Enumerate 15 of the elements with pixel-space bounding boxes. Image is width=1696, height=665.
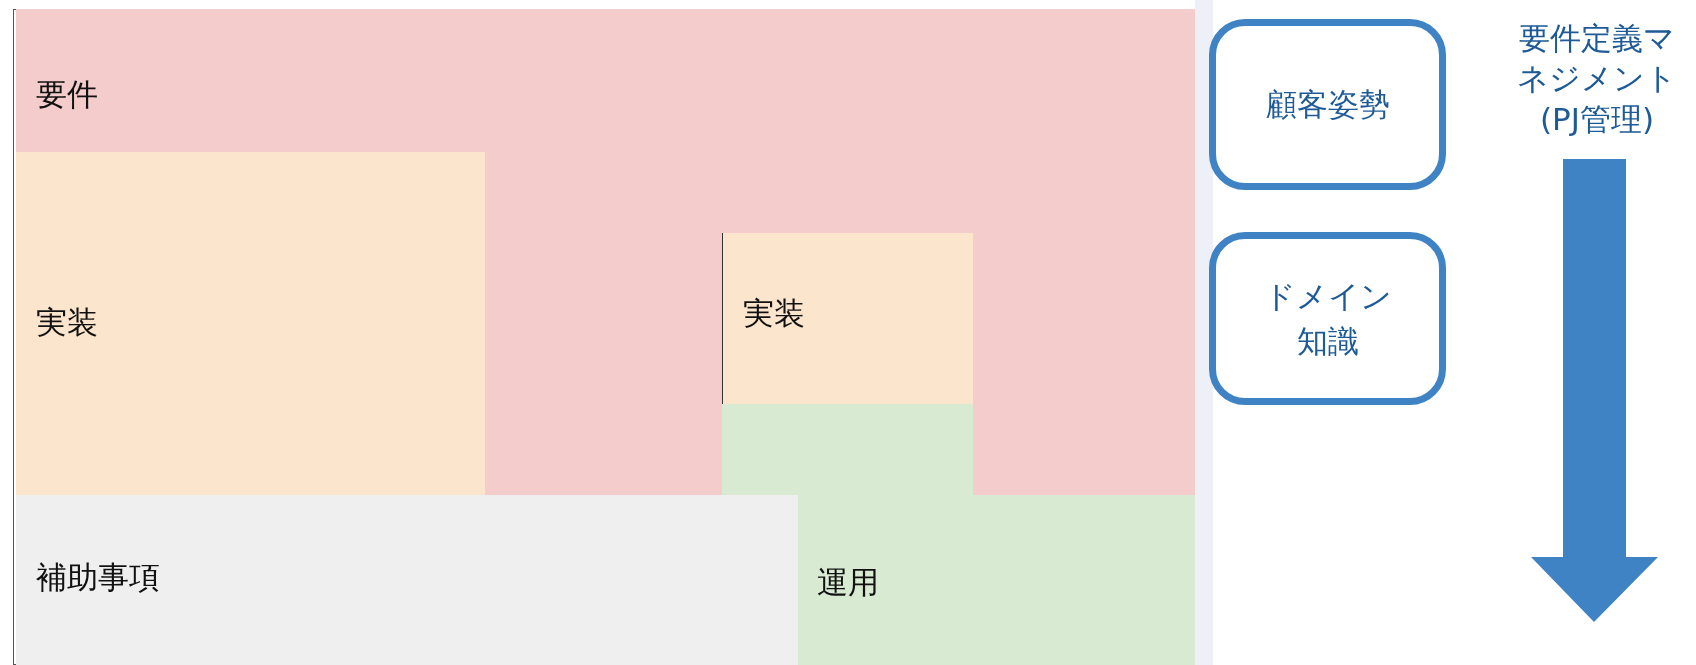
area-label: 運用 <box>817 563 879 602</box>
supplementary-area <box>16 495 798 665</box>
area-label: ドメイン知識 <box>1262 276 1393 361</box>
implementation-area <box>722 233 973 404</box>
area-label: 補助事項 <box>36 558 160 597</box>
area-label: 実装 <box>36 303 98 342</box>
rounded-box <box>1209 232 1446 405</box>
requirements-area <box>16 9 1195 495</box>
rounded-box <box>1209 19 1446 190</box>
area-label: 実装 <box>743 294 805 333</box>
operations-area <box>722 404 1195 665</box>
implementation-area <box>16 152 485 495</box>
area-label: 要件 <box>36 75 98 114</box>
arrow-caption: 要件定義マネジメント(PJ管理) <box>1516 19 1678 139</box>
area-label: 顧客姿勢 <box>1264 85 1391 125</box>
